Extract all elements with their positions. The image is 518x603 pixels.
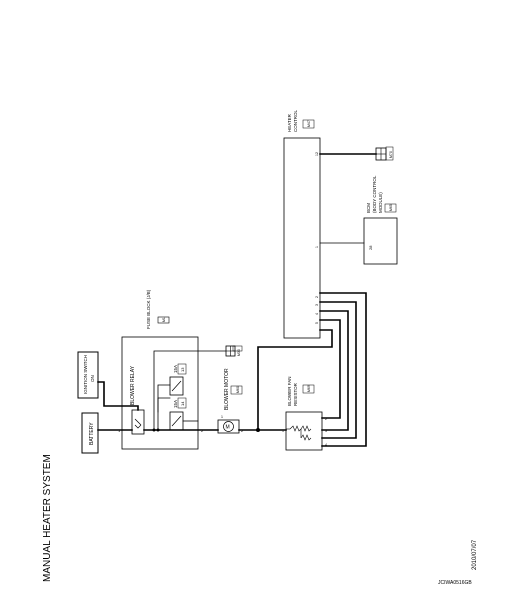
resistor-label-line2: RESISTOR xyxy=(293,382,298,406)
ground-connector-m30: M30 xyxy=(225,345,243,357)
blower-fan-resistor: BLOWER FAN RESISTOR M69 1 2 3 4 xyxy=(282,376,327,451)
resistor-pin-2: 2 xyxy=(325,417,327,421)
fuse-block-connector: M1 xyxy=(162,317,166,322)
resistor-pin-3: 3 xyxy=(325,429,327,433)
heater-pin-5: 5 xyxy=(315,322,319,324)
battery: BATTERY xyxy=(81,412,99,454)
bcm-label-line1: BCM xyxy=(366,203,371,213)
ground-connector-m70: M70 xyxy=(375,146,394,161)
blower-motor-label: BLOWER MOTOR xyxy=(224,368,230,410)
battery-label: BATTERY xyxy=(89,422,95,445)
blower-relay-label: BLOWER RELAY xyxy=(130,365,136,405)
ground-m70-label: M70 xyxy=(389,151,393,158)
fuse-block: FUSE BLOCK (J/B) M1 xyxy=(121,289,199,450)
heater-pin-4: 4 xyxy=(315,313,319,315)
resistor-connector: M69 xyxy=(307,385,311,392)
heater-label-line1: HEATER xyxy=(287,113,292,132)
resistor-pin-1: 1 xyxy=(282,429,284,433)
heater-pin-1: 1 xyxy=(315,246,319,248)
page-title: MANUAL HEATER SYSTEM xyxy=(42,454,53,582)
heater-label-line2: CONTROL xyxy=(293,110,298,132)
bcm-label-line3: MODULE) xyxy=(378,192,383,213)
ground-m30-label: M30 xyxy=(237,349,241,356)
diagram-date: 2010/07/07 xyxy=(472,539,478,570)
resistor-pin-4: 4 xyxy=(325,443,327,447)
ignition-switch: IGNITION SWITCH ON xyxy=(77,351,99,399)
fuse-2-number: 13 xyxy=(180,367,185,372)
diagram-code: JCIWA0516GB xyxy=(438,580,472,586)
bcm-pin-28: 28 xyxy=(368,245,373,250)
bcm: BCM (BODY CONTROL MODULE) M65 28 xyxy=(363,175,398,265)
heater-connector: M47 xyxy=(307,120,311,127)
fuse-15a-13: 15A 13 xyxy=(169,363,187,396)
fuse-1-rating: 15A xyxy=(173,400,178,408)
heater-pin-12: 12 xyxy=(315,152,319,156)
heater-control: HEATER CONTROL M47 12 1 2 3 4 5 xyxy=(283,110,321,339)
blower-motor-connector: M60 xyxy=(236,386,240,393)
fuse-2-rating: 15A xyxy=(173,365,178,373)
junction-dots xyxy=(152,428,260,432)
motor-pin-1: 1 xyxy=(221,415,223,419)
bcm-label-line2: (BODY CONTROL xyxy=(372,175,377,213)
motor-symbol: M xyxy=(226,425,230,431)
blower-relay: BLOWER RELAY 1 2 xyxy=(118,365,204,435)
resistor-label-line1: BLOWER FAN xyxy=(287,376,292,406)
ignition-label-line1: IGNITION SWITCH xyxy=(83,355,88,394)
fuse-15a-14: 15A 14 xyxy=(169,397,187,431)
heater-pin-2: 2 xyxy=(315,296,319,298)
bcm-connector: M65 xyxy=(389,204,393,211)
blower-motor: BLOWER MOTOR M60 M 1 2 xyxy=(217,368,244,434)
heater-pin-3: 3 xyxy=(315,304,319,306)
fuse-1-number: 14 xyxy=(180,401,185,406)
fuse-block-label: FUSE BLOCK (J/B) xyxy=(146,289,151,329)
wires xyxy=(97,153,377,447)
ignition-label-line2: ON xyxy=(90,375,95,382)
